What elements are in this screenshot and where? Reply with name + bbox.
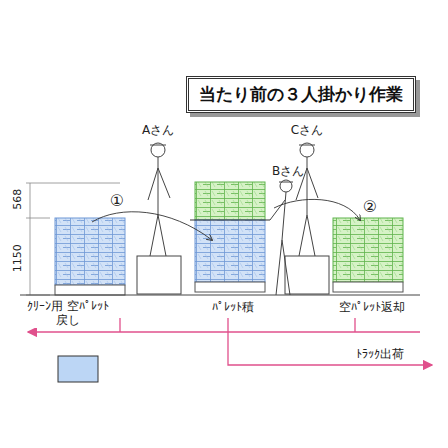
- title-box: 当たり前の３人掛かり作業: [186, 76, 416, 113]
- flow-label: ﾄﾗｯｸ出荷: [356, 348, 404, 362]
- place-label: ｸﾘｰﾝ用 空ﾊﾟﾚｯﾄ戻し: [23, 300, 113, 328]
- place-label: ﾊﾟﾚｯﾄ積: [210, 301, 256, 315]
- person-name: Cさん: [291, 124, 323, 138]
- person-name: Bさん: [272, 165, 304, 179]
- dimension: 568: [12, 188, 25, 209]
- dimension: 1150: [12, 244, 25, 272]
- callout-number: ①: [110, 192, 124, 210]
- title-text: 当たり前の３人掛かり作業: [199, 84, 403, 104]
- person-name: Aさん: [142, 124, 174, 138]
- callout-number: ②: [363, 198, 377, 216]
- place-label: 空ﾊﾟﾚｯﾄ返却: [337, 301, 407, 315]
